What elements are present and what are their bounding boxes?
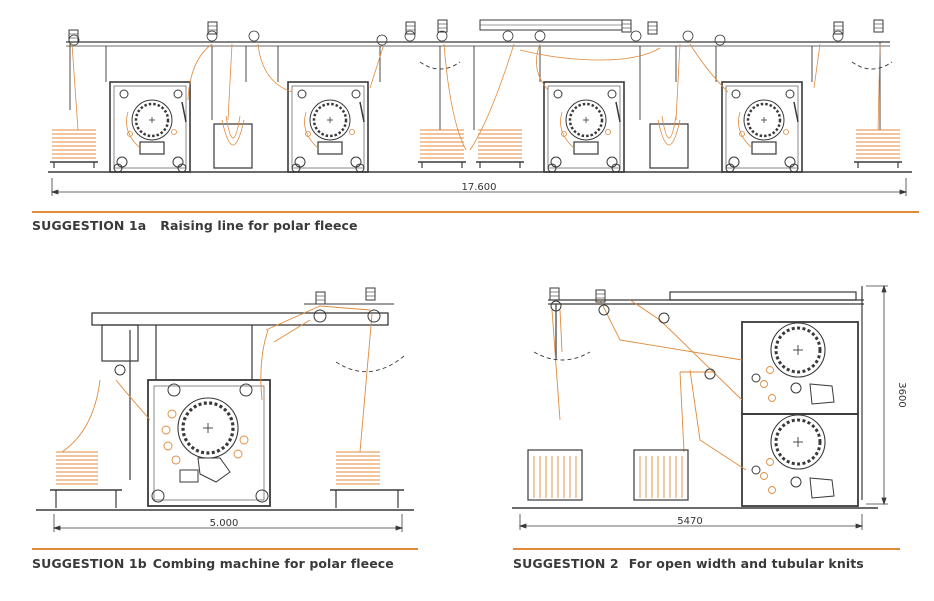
dimension-label-2-width: 5470 bbox=[677, 516, 702, 527]
knits-machine-drawing bbox=[512, 284, 888, 530]
caption-1a-title: Raising line for polar fleece bbox=[160, 218, 358, 233]
caption-rule-1a bbox=[32, 211, 919, 213]
caption-1b: SUGGESTION 1b Combing machine for polar f… bbox=[32, 556, 394, 571]
caption-1a: SUGGESTION 1a Raising line for polar flee… bbox=[32, 218, 358, 233]
caption-rule-2 bbox=[513, 548, 900, 550]
dimension-label-2-height: 3600 bbox=[896, 382, 907, 407]
dimension-label-1a: 17.600 bbox=[462, 182, 497, 193]
combing-machine-drawing bbox=[36, 287, 414, 532]
caption-2-title: For open width and tubular knits bbox=[628, 556, 864, 571]
dimension-label-1b: 5.000 bbox=[210, 518, 239, 529]
raising-line-drawing bbox=[48, 19, 912, 196]
caption-1a-label: SUGGESTION 1a bbox=[32, 218, 147, 233]
caption-2: SUGGESTION 2 For open width and tubular k… bbox=[513, 556, 864, 571]
caption-1b-label: SUGGESTION 1b bbox=[32, 556, 147, 571]
caption-1b-title: Combing machine for polar fleece bbox=[152, 556, 394, 571]
caption-rule-1b bbox=[32, 548, 418, 550]
caption-2-label: SUGGESTION 2 bbox=[513, 556, 619, 571]
